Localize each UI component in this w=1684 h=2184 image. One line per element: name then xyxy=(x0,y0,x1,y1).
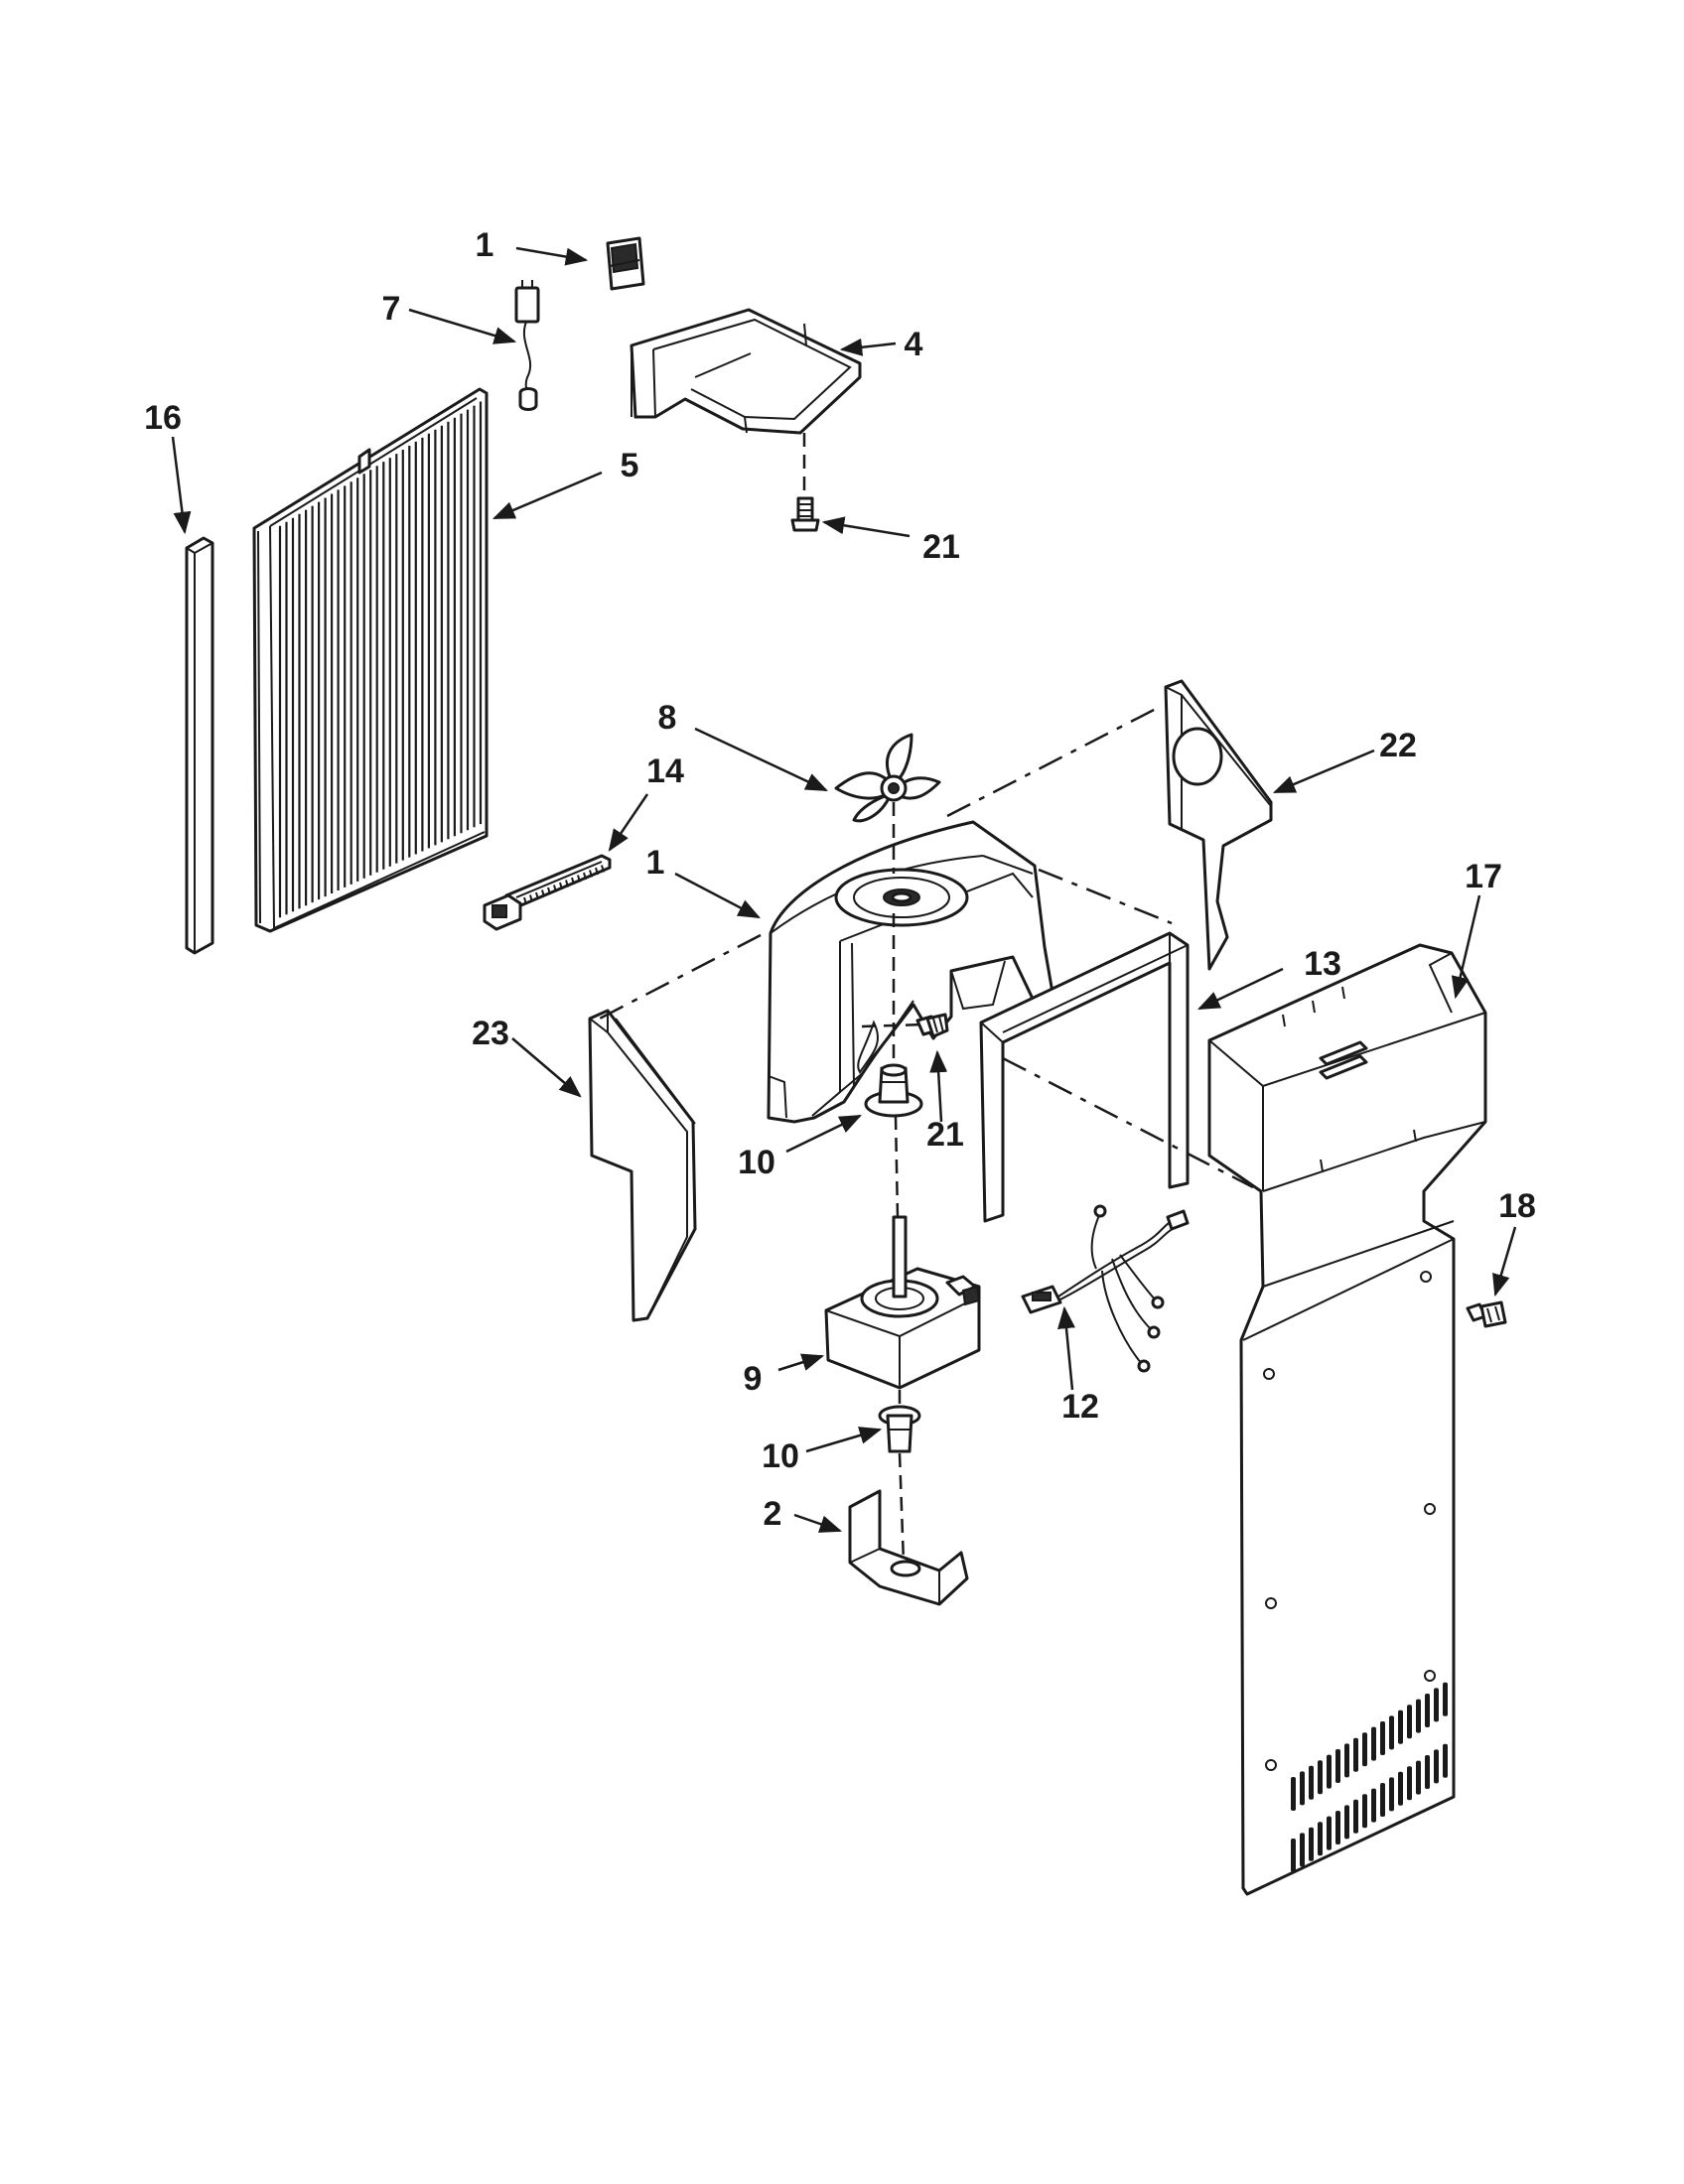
callout-17: 17 xyxy=(1451,858,1502,1000)
fan-shroud xyxy=(767,820,1054,1124)
callout-label: 13 xyxy=(1304,945,1341,983)
callout-label: 16 xyxy=(144,399,182,437)
panel-screw xyxy=(1466,1300,1507,1328)
callout-label: 17 xyxy=(1465,858,1502,895)
callouts: 1 7 4 16 5 21 8 14 xyxy=(144,226,1536,1533)
callout-21b: 21 xyxy=(926,1049,964,1154)
callout-8: 8 xyxy=(658,699,829,792)
callout-12: 12 xyxy=(1057,1305,1099,1426)
rear-access-panel xyxy=(1207,943,1487,1896)
callout-label: 21 xyxy=(926,1116,964,1154)
cable-tie xyxy=(483,854,612,931)
shroud-screw xyxy=(915,1013,949,1038)
condenser-shield xyxy=(630,308,862,435)
left-baffle xyxy=(588,1009,697,1322)
callout-2: 2 xyxy=(764,1495,843,1533)
callout-label: 2 xyxy=(764,1495,782,1533)
callout-10a: 10 xyxy=(738,1114,863,1181)
motor-grommet-upper xyxy=(864,1063,923,1118)
callout-9: 7 xyxy=(382,290,517,344)
thermostat xyxy=(606,236,645,291)
fan-motor xyxy=(824,1215,981,1390)
callout-label: 4 xyxy=(905,326,923,363)
callout-23: 23 xyxy=(472,1015,582,1098)
callout-label: 23 xyxy=(472,1015,509,1052)
callout-label: 14 xyxy=(646,752,684,790)
callout-5: 5 xyxy=(491,447,639,520)
callout-label: 9 xyxy=(744,1360,763,1398)
condenser xyxy=(252,387,489,933)
callout-label: 8 xyxy=(658,699,677,737)
callout-label: 1 xyxy=(646,844,665,882)
callout-21a: 21 xyxy=(821,516,960,566)
wire-harness xyxy=(1021,1204,1190,1373)
callout-14: 14 xyxy=(608,752,684,852)
foam-strip xyxy=(185,536,214,955)
callout-label: 12 xyxy=(1061,1388,1099,1426)
motor-bracket xyxy=(848,1489,969,1606)
callout-18: 18 xyxy=(1492,1187,1536,1297)
callout-3: 1 xyxy=(476,226,589,266)
air-duct-frame xyxy=(979,931,1190,1223)
callout-label: 1 xyxy=(476,226,494,264)
callout-label: 22 xyxy=(1379,727,1417,764)
callout-7: 9 xyxy=(744,1353,825,1398)
callout-label: 7 xyxy=(382,290,401,328)
callout-16: 16 xyxy=(144,399,192,535)
temperature-sensor xyxy=(514,280,540,411)
motor-grommet-lower xyxy=(878,1405,921,1453)
assembly-lines xyxy=(595,433,1254,1564)
callout-10b: 10 xyxy=(762,1427,883,1475)
right-baffle xyxy=(1164,679,1273,971)
callout-13: 13 xyxy=(1196,945,1341,1011)
shield-screw xyxy=(790,496,820,532)
callout-label: 10 xyxy=(762,1437,799,1475)
callout-22: 22 xyxy=(1272,727,1417,794)
fan-blade xyxy=(834,733,941,823)
callout-label: 21 xyxy=(922,528,960,566)
callout-label: 18 xyxy=(1498,1187,1536,1225)
callout-label: 5 xyxy=(621,447,639,484)
callout-4: 4 xyxy=(839,326,923,363)
callout-1: 1 xyxy=(646,844,761,919)
callout-label: 10 xyxy=(738,1144,775,1181)
